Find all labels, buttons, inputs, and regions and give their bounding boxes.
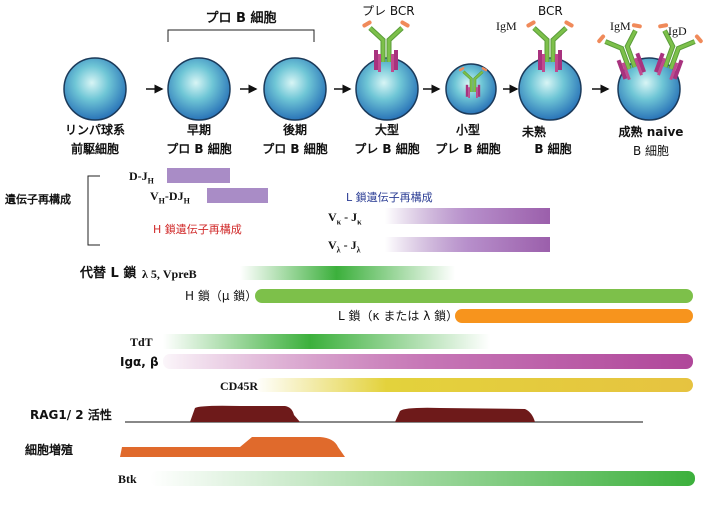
- stage-label: 未熟: [522, 125, 547, 139]
- pro-b-group-label: プロ B 細胞: [205, 11, 277, 26]
- cell-late-pro-b: [263, 57, 327, 121]
- pre-bcr-label: プレ BCR: [362, 4, 415, 18]
- stage-label: プレ B 細胞: [354, 142, 420, 156]
- stage-label: 成熟 naive: [618, 125, 684, 139]
- proliferation-label: 細胞増殖: [25, 443, 74, 457]
- stage-label: 小型: [455, 123, 481, 137]
- bar-h-chain: [255, 289, 693, 303]
- stage-label: 後期: [282, 123, 308, 137]
- btk-label: Btk: [118, 472, 137, 486]
- bar-cd45r: [255, 378, 693, 392]
- stage-label: B 細胞: [632, 144, 670, 158]
- dj-label: D-JH: [129, 169, 154, 186]
- ig-ab-label: Igα, β: [120, 355, 159, 369]
- vk-jk-label: Vκ - Jκ: [328, 210, 362, 227]
- pro-b-bracket: [167, 29, 315, 42]
- vdj-label: VH-DJH: [150, 189, 190, 206]
- l-chain-rearrangement-label: L 鎖遺伝子再構成: [346, 191, 433, 204]
- stage-label: プロ B 細胞: [262, 142, 328, 156]
- rag-label: RAG1/ 2 活性: [30, 408, 112, 422]
- bar-tdt: [163, 334, 490, 349]
- stage-label: B 細胞: [534, 142, 572, 156]
- rearrangement-label: 遺伝子再構成: [5, 193, 71, 206]
- bar-vdj: [207, 188, 268, 203]
- bar-btk: [150, 471, 695, 486]
- cells: [63, 57, 681, 121]
- cd45r-label: CD45R: [220, 379, 258, 393]
- rearrangement-bracket: [87, 175, 100, 246]
- rag-peak-1: [190, 405, 300, 422]
- stage-label: リンパ球系: [64, 123, 126, 137]
- bar-vk-jk: [385, 208, 550, 224]
- bar-l-chain: [455, 309, 693, 323]
- stage-label: プレ B 細胞: [435, 142, 501, 156]
- igm-label: IgM: [610, 19, 631, 33]
- stage-label: 前駆細胞: [70, 142, 120, 156]
- cell-early-pro-b: [167, 57, 231, 121]
- igm-label: IgM: [496, 19, 517, 33]
- h-chain-label: H 鎖（μ 鎖）: [185, 289, 258, 303]
- bar-dj: [167, 168, 230, 183]
- rag-peak-2: [395, 407, 535, 422]
- vl-jl-label: Vλ - Jλ: [328, 238, 361, 255]
- h-chain-rearrangement-label: H 鎖遺伝子再構成: [153, 223, 242, 236]
- stage-label: 大型: [374, 123, 400, 137]
- cell-mature-b: [617, 57, 681, 121]
- bcr-label: BCR: [538, 4, 563, 18]
- cell-progenitor: [63, 57, 127, 121]
- stage-label: プロ B 細胞: [166, 142, 232, 156]
- cell-immature-b: [518, 57, 582, 121]
- cell-large-pre-b: [355, 57, 419, 121]
- proliferation-shape: [120, 437, 345, 457]
- bar-vl-jl: [385, 237, 550, 252]
- igd-label: IgD: [668, 24, 687, 38]
- tdt-label: TdT: [130, 335, 153, 349]
- surrogate-l-label: 代替 L 鎖: [80, 266, 137, 281]
- bar-ig-ab: [163, 354, 693, 369]
- l-chain-label: L 鎖（κ または λ 鎖）: [338, 309, 459, 323]
- surrogate-l-detail: λ 5, VpreB: [142, 267, 197, 281]
- bar-surrogate-l: [240, 266, 455, 280]
- stage-label: 早期: [186, 123, 212, 137]
